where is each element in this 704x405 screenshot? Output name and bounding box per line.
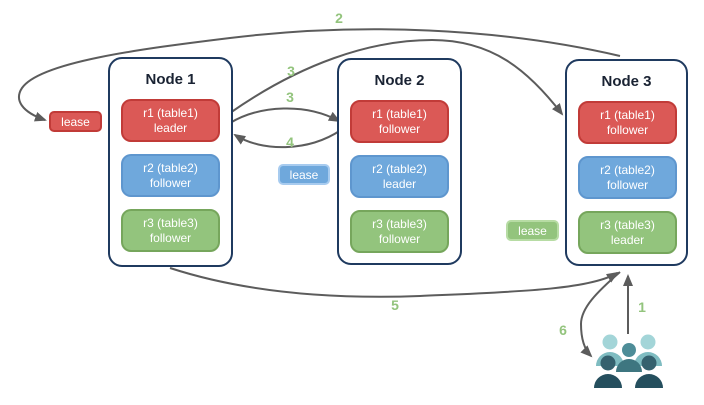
- node-1-title: Node 1: [145, 71, 196, 88]
- replica-role: follower: [378, 121, 421, 136]
- step-label-3a: 3: [287, 63, 295, 79]
- node-3: Node 3 r1 (table1) follower r2 (table2) …: [565, 59, 688, 266]
- replica-name: r1 (table1): [600, 107, 655, 122]
- replica-name: r3 (table3): [143, 215, 198, 230]
- replica-role: follower: [149, 175, 192, 190]
- node-3-replica-r3: r3 (table3) leader: [578, 211, 677, 254]
- step-label-3b: 3: [286, 89, 294, 105]
- lease-badge-r3: lease: [506, 220, 559, 241]
- node-3-replica-r1: r1 (table1) follower: [578, 101, 677, 144]
- node-2-replica-r1: r1 (table1) follower: [350, 100, 449, 143]
- node-1: Node 1 r1 (table1) leader r2 (table2) fo…: [108, 57, 233, 267]
- replica-role: follower: [606, 122, 649, 137]
- users-icon: [594, 334, 663, 388]
- node-2-title: Node 2: [374, 72, 425, 89]
- replica-role: follower: [378, 231, 421, 246]
- step-label-6: 6: [559, 322, 567, 338]
- replica-name: r1 (table1): [372, 106, 427, 121]
- replica-role: follower: [606, 177, 649, 192]
- replica-name: r2 (table2): [143, 160, 198, 175]
- arrow-step-3-node1-to-node2: [229, 107, 341, 124]
- replica-role: leader: [382, 176, 417, 191]
- lease-badge-r2: lease: [278, 164, 330, 185]
- node-2-replica-r2: r2 (table2) leader: [350, 155, 449, 198]
- replica-name: r2 (table2): [372, 161, 427, 176]
- step-label-1: 1: [638, 299, 646, 315]
- replica-role: follower: [149, 230, 192, 245]
- node-1-replica-r2: r2 (table2) follower: [121, 154, 220, 197]
- step-label-5: 5: [391, 297, 399, 313]
- replica-name: r3 (table3): [372, 216, 427, 231]
- node-2: Node 2 r1 (table1) follower r2 (table2) …: [337, 58, 462, 265]
- lease-badge-r1: lease: [49, 111, 102, 132]
- replica-name: r3 (table3): [600, 217, 655, 232]
- node-3-replica-r2: r2 (table2) follower: [578, 156, 677, 199]
- node-3-title: Node 3: [601, 73, 652, 90]
- node-1-replica-r1: r1 (table1) leader: [121, 99, 220, 142]
- replica-role: leader: [610, 232, 645, 247]
- arrow-step-5-node1-to-node3: [169, 267, 619, 298]
- replica-name: r2 (table2): [600, 162, 655, 177]
- person-front-left-icon: [594, 355, 622, 388]
- node-2-replica-r3: r3 (table3) follower: [350, 210, 449, 253]
- replica-role: leader: [153, 120, 188, 135]
- step-label-4: 4: [286, 134, 294, 150]
- replica-name: r1 (table1): [143, 105, 198, 120]
- person-middle-icon: [616, 343, 642, 372]
- step-label-2: 2: [335, 10, 343, 26]
- person-front-right-icon: [635, 355, 663, 388]
- node-1-replica-r3: r3 (table3) follower: [121, 209, 220, 252]
